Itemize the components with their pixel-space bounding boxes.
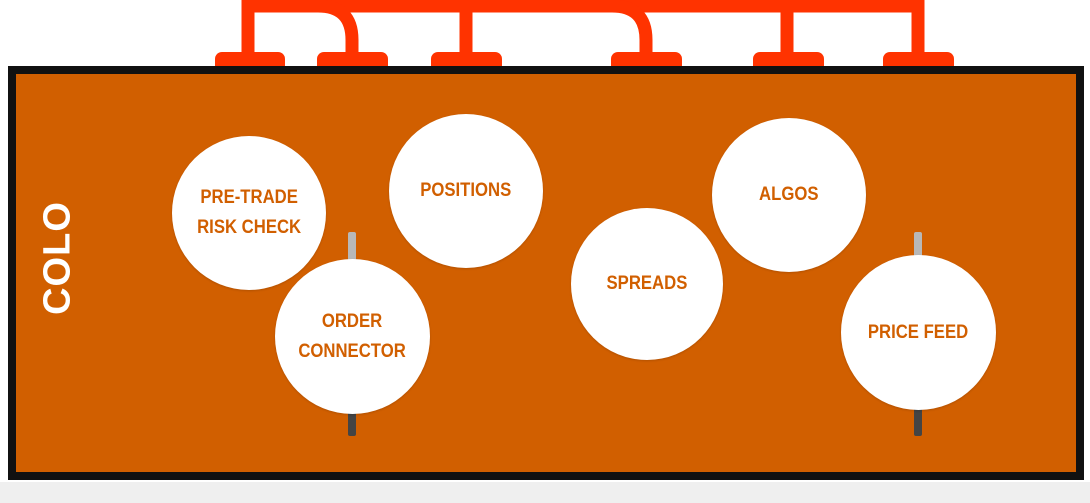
connector-risk-order-top bbox=[348, 232, 356, 262]
node-pre-trade-risk-check: PRE-TRADE RISK CHECK bbox=[172, 136, 326, 290]
node-label: ALGOS bbox=[759, 184, 819, 205]
node-label: POSITIONS bbox=[420, 180, 512, 201]
node-positions: POSITIONS bbox=[389, 114, 543, 268]
node-label: SPREADS bbox=[606, 273, 688, 294]
node-label: ORDER CONNECTOR bbox=[298, 310, 407, 362]
connector-algos-price-top bbox=[914, 232, 922, 260]
wire-drop-2 bbox=[317, 0, 359, 58]
connector-order-bottom bbox=[348, 408, 356, 436]
node-label: PRICE FEED bbox=[868, 321, 969, 343]
node-spreads: SPREADS bbox=[571, 208, 723, 360]
node-order-connector: ORDER CONNECTOR bbox=[275, 259, 430, 414]
bottom-strip bbox=[0, 482, 1090, 503]
node-label: PRE-TRADE RISK CHECK bbox=[196, 187, 302, 238]
wire-drop-4 bbox=[611, 0, 653, 58]
connector-price-bottom bbox=[914, 408, 922, 436]
colo-label: COLO bbox=[36, 201, 79, 315]
node-algos: ALGOS bbox=[712, 118, 866, 272]
node-price-feed: PRICE FEED bbox=[841, 255, 996, 410]
